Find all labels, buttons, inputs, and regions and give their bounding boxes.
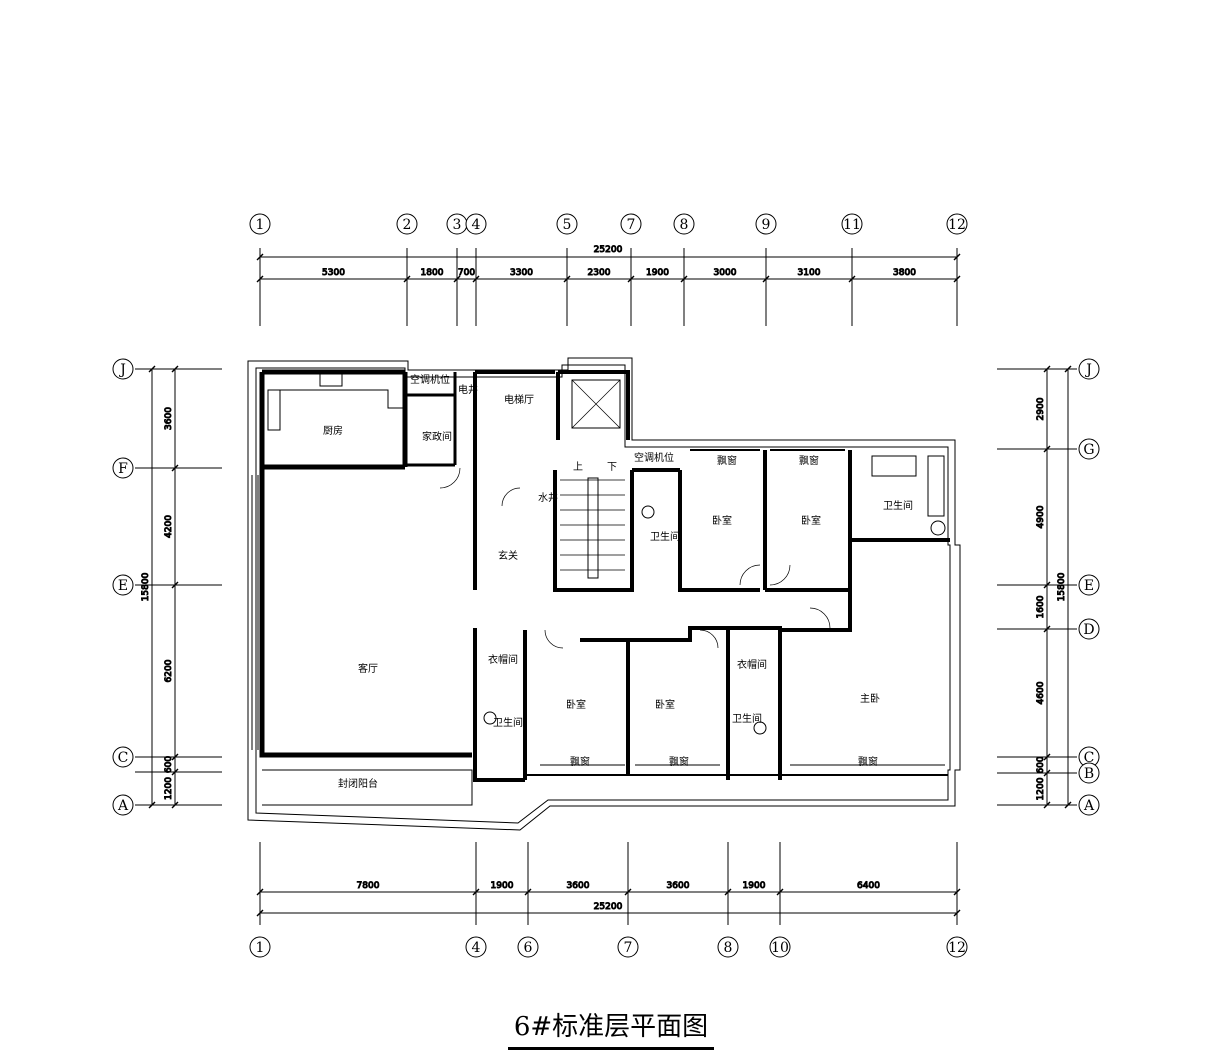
- top-dimension: 5300: [322, 268, 345, 278]
- top-axis-5-label: 5: [563, 217, 572, 233]
- top-axis-2-label: 2: [403, 217, 412, 233]
- top-dimension: 3300: [510, 268, 533, 278]
- room-bathroom: 卫生间: [883, 499, 913, 512]
- left-dimension: 600: [164, 756, 174, 773]
- right-dimension: 4600: [1036, 681, 1046, 704]
- stair-up-label: 上: [573, 461, 583, 473]
- bottom-total-dimension: 25200: [594, 902, 623, 912]
- room-bathroom: 卫生间: [493, 716, 523, 729]
- room-bay-window: 飘窗: [799, 454, 819, 467]
- right-dimension: 1600: [1036, 595, 1046, 618]
- room-walk-in-closet: 衣帽间: [488, 653, 518, 666]
- building-walls: [248, 358, 960, 830]
- left-dimension: 1200: [164, 777, 174, 800]
- right-axis-A-label: A: [1083, 798, 1095, 814]
- top-axis-9-label: 9: [762, 217, 771, 233]
- top-axis-8-label: 8: [680, 217, 689, 233]
- left-axis-F-label: F: [118, 461, 128, 477]
- bottom-axis-6-label: 6: [524, 940, 533, 956]
- room-bedroom: 卧室: [801, 514, 821, 527]
- left-dimension: 3600: [164, 407, 174, 430]
- bottom-axis-8-label: 8: [724, 940, 733, 956]
- right-axis-B-label: B: [1084, 766, 1094, 782]
- top-total-dimension: 25200: [594, 245, 623, 255]
- bottom-axis-4-label: 4: [472, 940, 481, 956]
- dimension-lines: 25200 5300 1800 700 3300 2300 1900 3000 3100 3800…: [135, 245, 1077, 925]
- right-axis-J-label: J: [1084, 362, 1092, 378]
- right-dimension: 600: [1036, 756, 1046, 773]
- right-dimension: 1200: [1036, 777, 1046, 800]
- right-axis-D-label: D: [1083, 622, 1094, 638]
- top-axis-12-label: 12: [948, 217, 966, 233]
- right-axis-E-label: E: [1084, 578, 1094, 594]
- room-walk-in-closet: 衣帽间: [737, 658, 767, 671]
- left-dimension: 4200: [164, 515, 174, 538]
- top-dimension: 3100: [798, 268, 821, 278]
- room-bay-window: 飘窗: [858, 755, 878, 768]
- room-living-room: 客厅: [358, 662, 378, 675]
- bottom-dimension: 1900: [491, 881, 514, 891]
- room-elevator-hall: 电梯厅: [504, 393, 534, 406]
- top-dimension: 2300: [588, 268, 611, 278]
- room-water-shaft: 水井: [538, 491, 558, 504]
- top-axis-7-label: 7: [627, 217, 636, 233]
- bottom-axis-12-label: 12: [948, 940, 966, 956]
- drawing-title-text: 6#标准层平面图: [508, 1006, 714, 1050]
- room-ac-unit-2: 空调机位: [634, 451, 674, 464]
- room-bedroom: 卧室: [655, 698, 675, 711]
- left-axis-E-label: E: [118, 578, 128, 594]
- room-labels: 厨房 空调机位 电井 家政间 电梯厅 空调机位 飘窗 飘窗 水井 上 下 卫生间…: [323, 373, 913, 790]
- bottom-dimension: 6400: [857, 881, 880, 891]
- room-master-bedroom: 主卧: [860, 692, 880, 705]
- top-dimension: 3000: [714, 268, 737, 278]
- bottom-axis-1-label: 1: [256, 940, 265, 956]
- left-axis-A-label: A: [117, 798, 129, 814]
- room-bathroom: 卫生间: [650, 530, 680, 543]
- room-bay-window: 飘窗: [570, 755, 590, 768]
- bottom-dimension: 3600: [667, 881, 690, 891]
- room-ac-unit: 空调机位: [410, 373, 450, 386]
- left-axis-J-label: J: [118, 362, 126, 378]
- room-bathroom: 卫生间: [732, 712, 762, 725]
- room-kitchen: 厨房: [323, 424, 343, 437]
- left-total-dimension: 15800: [141, 572, 151, 601]
- top-dimension: 700: [458, 268, 475, 278]
- room-bedroom: 卧室: [712, 514, 732, 527]
- right-total-dimension: 15800: [1057, 572, 1067, 601]
- room-bay-window: 飘窗: [669, 755, 689, 768]
- bottom-dimension: 1900: [743, 881, 766, 891]
- right-dimension: 2900: [1036, 397, 1046, 420]
- bottom-dimension: 7800: [357, 881, 380, 891]
- top-axis-11-label: 11: [843, 217, 861, 233]
- top-dimension: 3800: [893, 268, 916, 278]
- top-axis-3-label: 3: [453, 217, 462, 233]
- top-axis-4-label: 4: [472, 217, 481, 233]
- bottom-axis-10-label: 10: [771, 940, 789, 956]
- top-axis-1-label: 1: [256, 217, 265, 233]
- right-dimension: 4900: [1036, 505, 1046, 528]
- bottom-axis-7-label: 7: [624, 940, 633, 956]
- room-housekeeping: 家政间: [422, 430, 452, 443]
- room-bay-window: 飘窗: [717, 454, 737, 467]
- room-bedroom: 卧室: [566, 698, 586, 711]
- left-axis-C-label: C: [118, 750, 129, 766]
- top-dimension: 1800: [421, 268, 444, 278]
- drawing-title: 6#标准层平面图: [0, 1006, 1222, 1050]
- right-axis-G-label: G: [1083, 442, 1094, 458]
- top-dimension: 1900: [646, 268, 669, 278]
- room-foyer: 玄关: [498, 549, 518, 562]
- bottom-dimension: 3600: [567, 881, 590, 891]
- stair-down-label: 下: [607, 462, 617, 473]
- room-electrical-shaft: 电井: [458, 383, 478, 396]
- room-enclosed-balcony: 封闭阳台: [338, 777, 378, 790]
- left-dimension: 6200: [164, 659, 174, 682]
